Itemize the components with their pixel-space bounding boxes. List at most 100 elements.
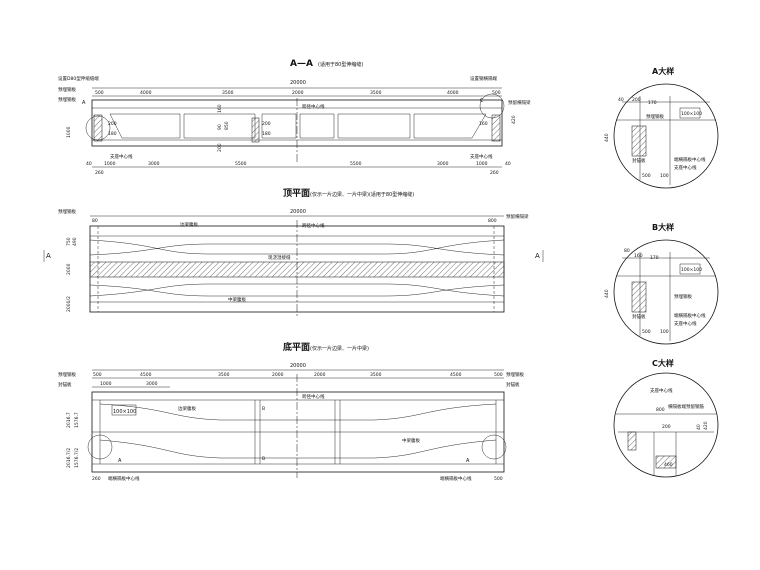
aa-detail-mark: C	[480, 98, 484, 104]
detail-c-dim: 200	[662, 424, 671, 430]
bottom-note: (仅示一片边梁、一片中梁)	[310, 345, 369, 352]
aa-dim: 420	[511, 115, 517, 124]
aa-dim: 260	[95, 170, 104, 176]
detail-a-label: 端横隔板中心线	[674, 156, 706, 163]
aa-dim: 1000	[104, 161, 116, 167]
bottom-dim: 3500	[218, 372, 230, 378]
detail-b-dim: 100	[660, 329, 669, 335]
top-overall-dim: 20000	[290, 209, 306, 215]
aa-dim: 40	[86, 161, 92, 167]
aa-detail-mark: A	[82, 100, 86, 106]
aa-dim: 40	[505, 161, 511, 167]
top-label: 中梁腹板	[228, 296, 246, 303]
detail-b-label: 支座中心线	[674, 320, 697, 327]
bottom-cut-mark: A	[466, 458, 470, 464]
top-label: 跨径中心线	[302, 222, 325, 229]
top-dim: 800	[488, 218, 497, 224]
aa-overall-dim: 20000	[290, 80, 306, 86]
detail-a-dim: 100	[660, 173, 669, 179]
bottom-dim: 2016.7/2	[66, 448, 72, 468]
detail-b-dim: 500	[642, 329, 651, 335]
aa-dim: 500	[95, 90, 104, 96]
bottom-label: 中梁腹板	[402, 437, 420, 444]
aa-label: 设置D80型伸缩缝端	[58, 75, 99, 82]
detail-a-circle	[613, 83, 719, 189]
detail-b-dim: 440	[604, 289, 610, 298]
detail-b-dim: 80	[624, 248, 630, 254]
bottom-label: 端横隔板中心线	[440, 475, 472, 482]
aa-label: 支座中心线	[470, 153, 493, 160]
aa-label: 设置钢横隔端	[470, 75, 497, 82]
detail-c-dim: 420	[703, 421, 709, 430]
aa-dim: 3500	[370, 90, 382, 96]
aa-top-dims: 500 4000 3500 2000 3500 4000 500	[92, 90, 502, 97]
bottom-label: 封锚板	[58, 381, 72, 388]
detail-a: A大样 40 200 170 100×100 440 500 100 预埋钢板 …	[604, 66, 719, 189]
detail-a-dim: 170	[648, 100, 657, 106]
section-bottom-plan: 底平面 (仅示一片边梁、一片中梁) 20000 500 4500 3500 20…	[58, 341, 524, 482]
top-dim: 2000	[66, 263, 72, 275]
detail-c-circle	[613, 372, 719, 478]
bottom-cut-mark: A	[118, 458, 122, 464]
aa-dim: 3000	[148, 161, 160, 167]
bottom-dim: 4500	[140, 372, 152, 378]
bottom-dim: 2000	[272, 372, 284, 378]
bottom-dim: 3500	[370, 372, 382, 378]
aa-dim: 160	[217, 104, 223, 113]
bottom-dim: 3000	[146, 381, 158, 387]
aa-dim: 4000	[140, 90, 152, 96]
aa-dim: 3000	[437, 161, 449, 167]
detail-b-label: 封锚板	[632, 313, 646, 320]
bottom-dim: 500	[494, 372, 503, 378]
top-label: 现浇湿接缝	[268, 254, 291, 261]
aa-dim: 90	[217, 124, 223, 130]
bottom-label: 预埋钢板	[58, 371, 76, 378]
detail-a-dim: 440	[604, 133, 610, 142]
aa-label: 跨径中心线	[302, 103, 325, 110]
detail-a-dim: 100×100	[681, 111, 702, 117]
aa-dim: 260	[490, 170, 499, 176]
detail-c-dim: 40	[696, 424, 702, 430]
top-label: 边梁腹板	[180, 221, 198, 228]
detail-b-circle	[613, 239, 719, 345]
bottom-label: 预埋钢板	[506, 371, 524, 378]
bottom-overall-dim: 20000	[290, 363, 306, 369]
bottom-dim: 4500	[450, 372, 462, 378]
detail-b-dim: 170	[650, 255, 659, 261]
bottom-dim: 260	[92, 476, 101, 482]
bottom-label: 边梁腹板	[178, 405, 196, 412]
aa-dim: 2000	[292, 90, 304, 96]
section-top-plan: 顶平面 (仅示一片边梁、一片中梁)(适用于80型伸缩缝) 20000 A A 8…	[43, 188, 544, 318]
aa-dim: 180	[262, 131, 271, 137]
aa-dim: 200	[108, 121, 117, 127]
detail-a-label: 预埋钢板	[646, 113, 664, 120]
top-cut-mark-left: A	[46, 252, 51, 260]
detail-c: C大样 800 200 40 420 460 支座中心线 横隔板端预留钢筋	[613, 358, 719, 478]
aa-dim: 850	[224, 121, 230, 130]
detail-b-label: 端横隔板中心线	[674, 312, 706, 319]
detail-c-dim: 460	[664, 462, 673, 468]
aa-title: A—A	[290, 59, 313, 69]
bottom-label: 端横隔板中心线	[108, 475, 140, 482]
detail-c-title: C大样	[652, 358, 674, 368]
aa-label: 预埋钢板	[58, 96, 76, 103]
aa-label: 预留横隔梁	[508, 99, 531, 106]
detail-b: B大样 80 160 170 100×100 440 500 100 预埋钢板 …	[604, 222, 719, 345]
detail-a-dim: 40	[618, 97, 624, 103]
bottom-cut-mark: B	[262, 406, 265, 412]
detail-b-dim: 160	[634, 253, 643, 259]
aa-dim: 3500	[222, 90, 234, 96]
detail-a-label: 支座中心线	[674, 164, 697, 171]
bottom-dim: 1576.7/2	[74, 448, 80, 468]
aa-dim: 5500	[235, 161, 247, 167]
aa-dim: 200	[262, 121, 271, 127]
aa-dim: 180	[108, 131, 117, 137]
top-label: 预埋钢板	[58, 208, 76, 215]
detail-a-dim: 200	[632, 97, 641, 103]
bottom-label: 跨径中心线	[302, 393, 325, 400]
detail-c-label: 横隔板端预留钢筋	[668, 403, 704, 410]
detail-b-label: 预埋钢板	[674, 293, 692, 300]
aa-note: (适用于80型伸缩缝)	[318, 61, 363, 68]
aa-dim: 4000	[447, 90, 459, 96]
